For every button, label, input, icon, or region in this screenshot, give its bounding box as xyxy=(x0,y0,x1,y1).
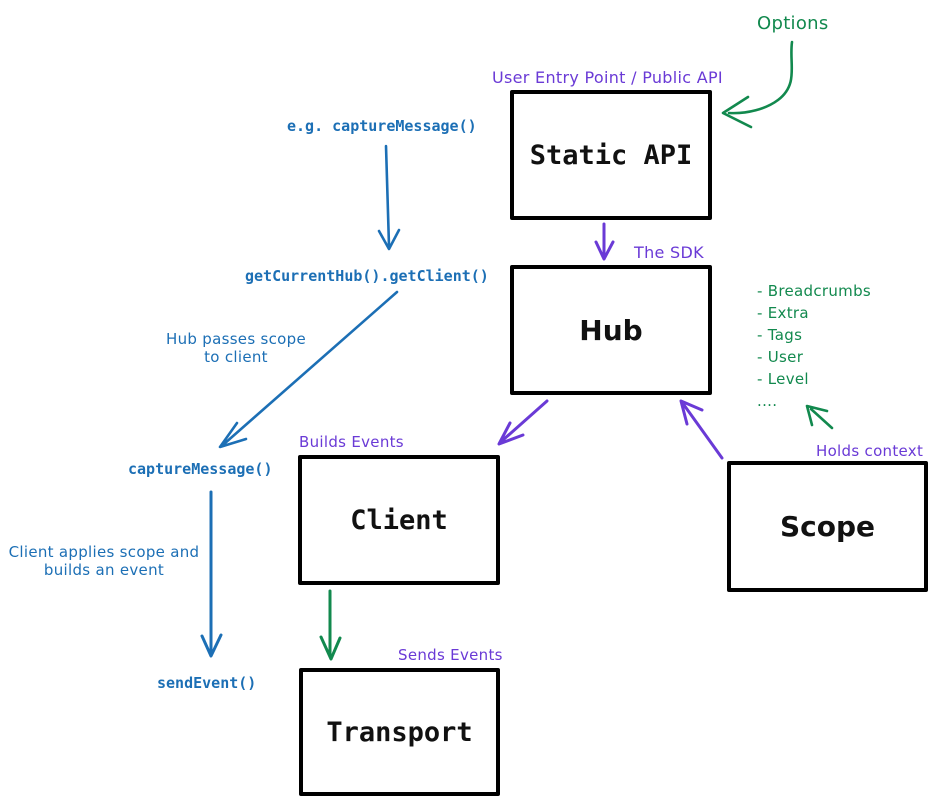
arrow-client-to-transport xyxy=(319,589,342,661)
hub-passes-scope-note-line2: to client xyxy=(204,348,268,366)
capturemessage-label: captureMessage() xyxy=(128,460,273,478)
sendevent-label: sendEvent() xyxy=(157,674,257,692)
options-label: Options xyxy=(757,13,829,34)
transport-box-label: Transport xyxy=(326,716,473,748)
eg-capturemessage-label: e.g. captureMessage() xyxy=(287,117,477,135)
client-applies-scope-note: Client applies scope and builds an event xyxy=(2,543,206,579)
scope-context-item: - User xyxy=(757,348,804,366)
scope-box-label: Scope xyxy=(779,510,876,543)
scope-context-item: - Level xyxy=(757,370,809,388)
transport-box: Transport xyxy=(299,668,500,796)
arrow-scope-to-hub xyxy=(679,399,724,460)
scope-context-item: - Breadcrumbs xyxy=(757,282,872,300)
arrow-options-to-static-api xyxy=(721,40,794,129)
static-api-box-label: Static API xyxy=(529,139,693,171)
client-box: Client xyxy=(298,455,500,585)
arrow-egcapture-to-getcurrenthub xyxy=(377,144,401,251)
client-applies-scope-note-line2: builds an event xyxy=(43,561,165,579)
scope-context-item: - Extra xyxy=(757,304,809,322)
arrow-getclient-to-capturemessage xyxy=(218,290,399,449)
static-api-box: Static API xyxy=(510,90,712,220)
hub-passes-scope-note: Hub passes scope to client xyxy=(160,330,312,366)
scope-context-list: - Breadcrumbs - Extra - Tags - User - Le… xyxy=(757,280,871,412)
arrow-hub-to-client xyxy=(497,399,549,446)
the-sdk-label: The SDK xyxy=(634,243,704,262)
builds-events-label: Builds Events xyxy=(299,433,404,451)
client-applies-scope-note-line1: Client applies scope and xyxy=(8,543,200,561)
scope-context-item: .... xyxy=(757,392,778,410)
hub-box: Hub xyxy=(510,265,712,395)
client-box-label: Client xyxy=(350,504,448,536)
getcurrenthub-getclient-label: getCurrentHub().getClient() xyxy=(245,267,489,285)
user-entry-point-label: User Entry Point / Public API xyxy=(492,68,723,87)
holds-context-label: Holds context xyxy=(816,442,924,460)
arrow-static-api-to-hub xyxy=(594,222,615,261)
scope-context-item: - Tags xyxy=(757,326,803,344)
scope-box: Scope xyxy=(727,461,928,592)
hub-box-label: Hub xyxy=(579,313,643,347)
hub-passes-scope-note-line1: Hub passes scope xyxy=(165,330,307,348)
sends-events-label: Sends Events xyxy=(398,646,503,664)
